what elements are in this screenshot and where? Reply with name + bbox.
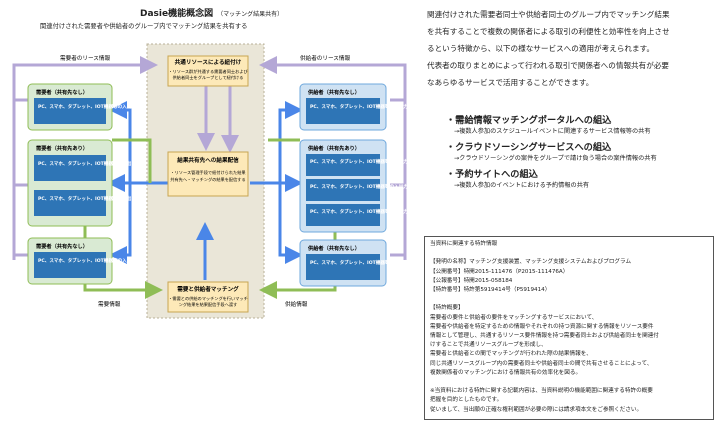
center-box-3-line-2: ング結果を結果配信手段へ渡す [179,301,238,308]
service-title: ・クラウドソーシングサービスへの組込 [446,142,612,153]
purple-flow-lines [12,56,407,260]
intro-line: 関連付けされた需要者同士や供給者同士のグループ内でマッチング結果 [427,10,670,19]
center-box-1-line-2: 供給者同士をグループとして紐付ける [173,74,244,81]
patent-line: 複数関係者のマッチングにおける情報共有の効率化を図る。 [430,369,582,376]
center-box-2-line-1: ・リソース管理手段で紐付けられた結果 [170,169,246,176]
patent-line: 情報として管理し、共通するリソース要件情報を持つ需要者同士および供給者同士を関連… [430,333,659,340]
supplier-group-2-label: 供給者（共有先あり） [307,144,360,152]
patent-line: 【特許概要】 [430,305,464,312]
service-item-2: ・クラウドソーシングサービスへの組込 →クラウドソーシングの案件をグループで請け… [446,139,657,162]
patent-line: 従いまして、当出願の正確な権利範囲が必要の際には請求項本文をご参照ください。 [430,406,643,413]
patent-line: 同じ共通リソースグループ内の需要者同士や供給者同士の間で共有させることによって、 [430,360,653,367]
consumer-group-3-device-label: PC、スマホ、タブレット、IOT機器等の入出力装置 [38,257,146,264]
service-title: ・需給情報マッチングポータルへの組込 [446,115,612,126]
supplier-group-1-device-label: PC、スマホ、タブレット、IOT機器等の入出力装置 [310,103,418,110]
right-arrow-label: 供給者のリース情報 [300,54,350,62]
center-box-3-line-1: ・需要との供給のマッチングを行いマッチ [168,295,248,302]
intro-text: 関連付けされた需要者同士や供給者同士のグループ内でマッチング結果 を共有すること… [427,6,717,91]
patent-line: ※当資料における特許に関する記載内容は、当資料説明の機能範囲に関連する特許の概要 [430,388,653,395]
supplier-group-3-device-label: PC、スマホ、タブレット、IOT機器等の入出力装置 [310,259,418,266]
patent-info-box: 当資料に関連する特許情報 【発明の名称】マッチング支援装置、マッチング支援システ… [424,236,714,420]
intro-line: るという特徴から、以下の様なサービスへの適用が考えられます。 [427,44,655,53]
supplier-group-2-device-2 [306,179,380,201]
patent-line: 【公開番号】特開2015-111476（P2015-111476A） [430,268,569,275]
consumer-group-2-device-2 [34,190,106,216]
patent-line [430,295,708,304]
supplier-group-2-device-1-label: PC、スマホ、タブレット、IOT機器等の入出力装置 [310,158,418,165]
patent-line: 当資料に関連する特許情報 [430,241,498,247]
diagram-title-text: Dasie機能概念図 [140,9,214,19]
supplier-group-3-label: 供給者（共有先なし） [307,244,360,252]
diagram-title-sub: （マッチング結果共有） [217,11,284,18]
consumer-group-2-device-2-label: PC、スマホ、タブレット、IOT機器等の入出力装置 [38,195,146,202]
consumer-group-1: 需要者（共有先なし） PC、スマホ、タブレット、IOT機器等の入出力装置 [27,83,146,131]
consumer-group-2-label: 需要者（共有先あり） [36,144,88,152]
patent-line: 【公報番号】特開2015-058184 [430,277,513,284]
supplier-group-1-device [306,98,380,124]
patent-line: 需要者や供給者を特定するための情報やそれぞれの持つ資源に関する情報をリソース要件 [430,323,654,330]
consumer-group-1-label: 需要者（共有先なし） [36,88,88,96]
patent-line: 【特許番号】特許第5919414号（P5919414） [430,287,551,294]
patent-line: 需要者の要件と供給者の要件をマッチングするサービスにおいて、 [430,314,598,321]
patent-line [430,378,708,387]
supplier-group-2-device-2-label: PC、スマホ、タブレット、IOT機器等の入出力装置 [310,183,418,190]
patent-line: 需要者と供給者との間でマッチングが行われた際の結果情報を、 [430,351,592,358]
supplier-group-2-device-3 [306,204,380,226]
service-desc: →複数人参加のスケジュールイベントに関連するサービス情報等の共有 [454,128,651,135]
consumer-group-2: 需要者（共有先あり） PC、スマホ、タブレット、IOT機器等の入出力装置 PC、… [27,139,146,227]
center-box-resource-link: 共通リソースによる紐付け ・リソース群が共通する需要者同士および 供給者同士をグ… [167,55,249,87]
center-box-1-title: 共通リソースによる紐付け [175,58,242,66]
consumer-group-2-device-1 [34,155,106,181]
supplier-group-1-label: 供給者（共有先なし） [307,88,360,96]
concept-diagram: 共通リソースによる紐付け ・リソース群が共通する需要者同士および 供給者同士をグ… [12,43,418,319]
service-item-1: ・需給情報マッチングポータルへの組込 →複数人参加のスケジュールイベントに関連す… [446,112,651,135]
consumer-group-3-device [34,252,106,278]
service-title: ・予約サイトへの組込 [446,169,538,180]
consumer-group-3: 需要者（共有先なし） PC、スマホ、タブレット、IOT機器等の入出力装置 [27,237,146,285]
center-box-result-delivery: 結果共有先への結果配信 ・リソース管理手段で紐付けられた結果 共有先へ・マッチン… [167,151,249,197]
intro-line: を共有することで複数の関係者による取引の利便性と効率性を向上させ [427,27,670,36]
diagram-title: Dasie機能概念図（マッチング結果共有） [140,6,283,19]
center-box-2-title: 結果共有先への結果配信 [177,156,239,164]
center-box-matching: 需要と供給者マッチング ・需要との供給のマッチングを行いマッチ ング結果を結果配… [167,281,249,313]
service-desc: →クラウドソーシングの案件をグループで請け負う場合の案件情報の共有 [454,155,657,162]
bottom-left-label: 需要情報 [98,300,121,308]
intro-line: なあらゆるサービスで活用することができます。 [427,78,594,87]
bottom-right-label: 供給情報 [285,300,308,308]
consumer-group-3-label: 需要者（共有先なし） [36,242,88,250]
diagram-subtitle: 関連付けされた需要者や供給者のグループ内でマッチング結果を共有する [40,23,248,30]
consumer-group-1-device [34,98,106,124]
left-arrow-label: 需要者のリース情報 [60,54,110,62]
center-box-2-line-2: 共有先へ・マッチングの結果を配信する [170,176,245,183]
intro-line: 代表者の取りまとめによって行われる取引で関係者への情報共有が必要 [427,61,670,70]
supplier-group-1: 供給者（共有先なし） PC、スマホ、タブレット、IOT機器等の入出力装置 [299,83,418,131]
supplier-group-3-device [306,254,380,280]
patent-line: けすることで共通リソースグループを形成し、 [430,342,547,349]
service-desc: →複数人参加のイベントにおける予約情報の共有 [454,182,590,189]
consumer-group-1-device-label: PC、スマホ、タブレット、IOT機器等の入出力装置 [38,103,146,110]
center-box-1-line-1: ・リソース群が共通する需要者同士および [168,68,248,75]
patent-line [430,249,708,258]
service-item-3: ・予約サイトへの組込 →複数人参加のイベントにおける予約情報の共有 [446,166,589,189]
supplier-group-2: 供給者（共有先あり） PC、スマホ、タブレット、IOT機器等の入出力装置 PC、… [299,139,418,233]
center-box-3-title: 需要と供給者マッチング [177,285,239,293]
blue-flow-lines [107,101,303,280]
consumer-group-2-device-1-label: PC、スマホ、タブレット、IOT機器等の入出力装置 [38,160,146,167]
patent-line: 【発明の名称】マッチング支援装置、マッチング支援システムおよびプログラム [430,259,632,266]
supplier-group-2-device-3-label: PC、スマホ、タブレット、IOT機器等の入出力装置 [310,208,418,215]
supplier-group-2-device-1 [306,154,380,176]
supplier-group-3: 供給者（共有先なし） PC、スマホ、タブレット、IOT機器等の入出力装置 [299,239,418,287]
patent-line: 把握を目的としたものです。 [430,397,503,404]
